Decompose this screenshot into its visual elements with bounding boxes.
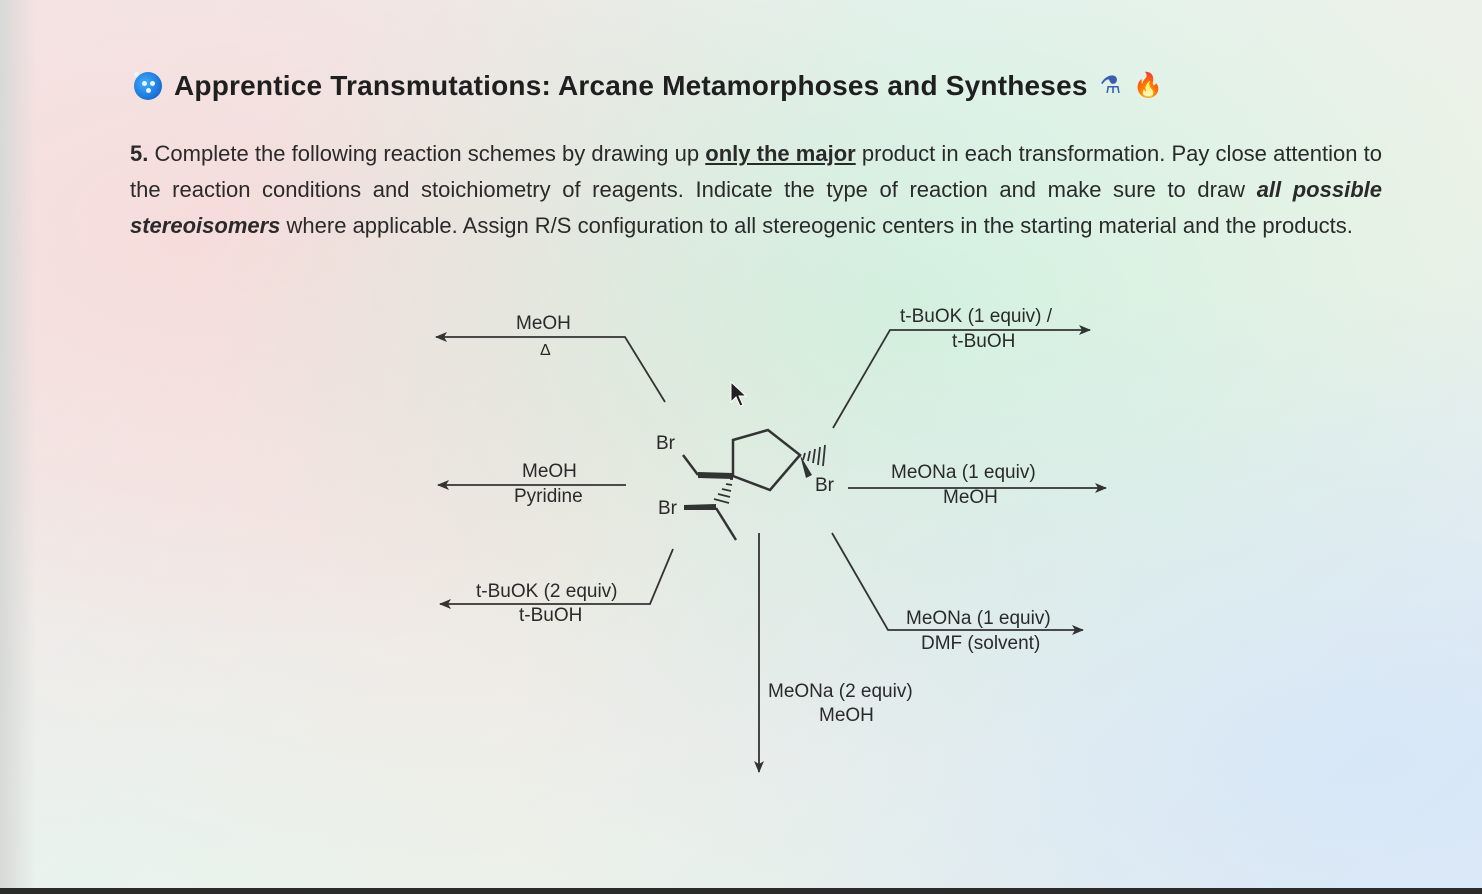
top-right-solvent: t-BuOH (952, 331, 1016, 352)
bottom-right-reagent: MeONa (1 equiv) (906, 608, 1051, 629)
fire-icon: 🔥 (1133, 72, 1164, 99)
mid-left-reagent: MeOH (522, 461, 577, 482)
question-emphasis-major: only the major (705, 141, 856, 166)
screen-bottom-bezel (0, 888, 1482, 894)
atom-icon (134, 72, 162, 100)
question-part-3: where applicable. Assign R/S configurati… (280, 213, 1353, 238)
arrow-bottom-left (439, 548, 674, 609)
br-left-label: Br (658, 498, 677, 519)
page-header: Apprentice Transmutations: Arcane Metamo… (134, 70, 1163, 102)
mid-right-solvent: MeOH (943, 487, 998, 508)
hashed-bond-lower (713, 478, 733, 504)
arrow-top-left (435, 332, 666, 403)
question-number: 5. (130, 141, 149, 166)
page-title: Apprentice Transmutations: Arcane Metamo… (174, 70, 1088, 101)
bottom-left-solvent: t-BuOH (519, 605, 583, 626)
arrow-bottom-right (831, 532, 1084, 635)
br-top-label: Br (656, 433, 675, 454)
question-emphasis-stereoisomers: all possible stereoisomers (130, 177, 1382, 238)
wedge-bond-top-left (698, 472, 733, 479)
left-substituent-bond (714, 507, 738, 541)
mid-left-condition: Pyridine (514, 486, 583, 507)
br-top-bond (682, 454, 699, 476)
mouse-cursor-icon (730, 380, 748, 407)
bottom-solvent: MeOH (819, 705, 874, 726)
hashed-bond-upper-right (797, 444, 826, 467)
question-part-2: product in each transformation. Pay clos… (130, 141, 1382, 202)
wedge-bond-left (684, 504, 716, 510)
bottom-left-reagent: t-BuOK (2 equiv) (476, 581, 618, 602)
bottom-reagent: MeONa (2 equiv) (768, 681, 913, 702)
alchemy-icon: ⚗ (1099, 72, 1122, 99)
wedge-bond-right (800, 455, 812, 478)
arrow-top-right (832, 325, 1091, 429)
question-part-1: Complete the following reaction schemes … (154, 141, 706, 166)
top-left-reagent: MeOH (516, 313, 571, 334)
br-right-label: Br (815, 475, 834, 496)
question-text: 5. Complete the following reaction schem… (130, 136, 1382, 244)
top-left-condition: Δ (540, 342, 551, 359)
screen-edge-shadow (0, 0, 36, 894)
mid-right-reagent: MeONa (1 equiv) (891, 462, 1036, 483)
bottom-right-solvent: DMF (solvent) (921, 633, 1041, 654)
cyclopentane-ring (731, 428, 802, 492)
top-right-reagent: t-BuOK (1 equiv) / (900, 306, 1053, 327)
